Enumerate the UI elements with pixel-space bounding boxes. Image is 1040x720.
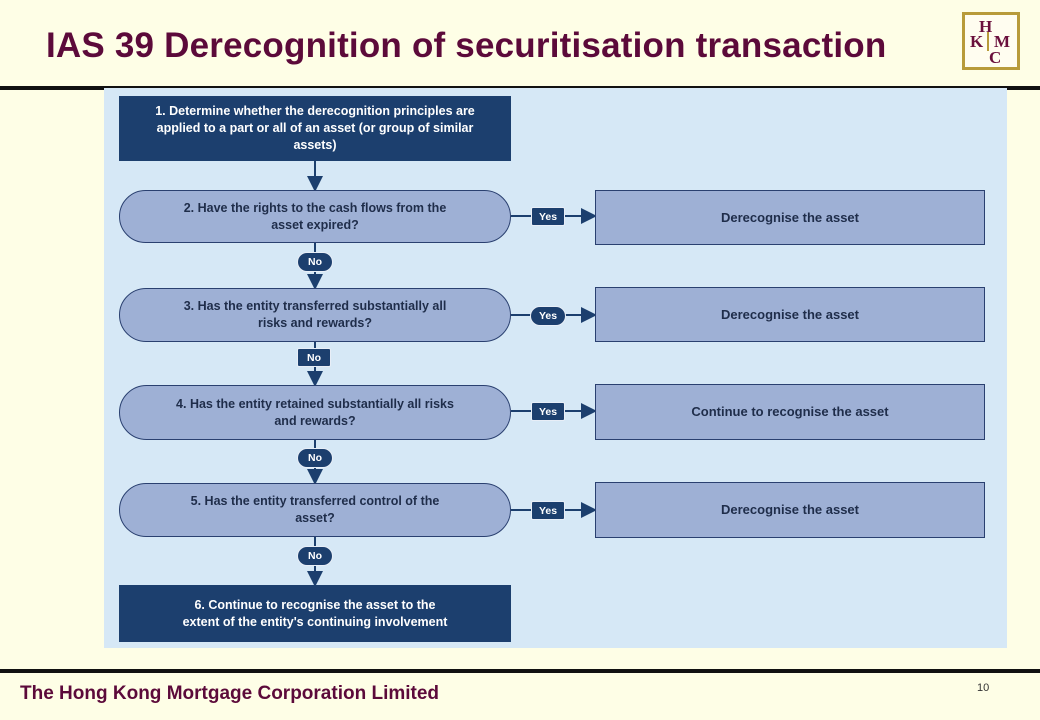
question-2-box: 2. Have the rights to the cash flows fro… <box>119 190 511 243</box>
slide-title: IAS 39 Derecognition of securitisation t… <box>46 26 887 65</box>
step-1-box: 1. Determine whether the derecognition p… <box>119 96 511 161</box>
yes-label-2: Yes <box>531 207 565 226</box>
no-label-5: No <box>297 546 333 566</box>
yes-label-5: Yes <box>531 501 565 520</box>
logo-letter-m: M <box>994 32 1011 51</box>
no-label-3: No <box>297 348 331 367</box>
yes-label-4: Yes <box>531 402 565 421</box>
flowchart-panel: 1. Determine whether the derecognition p… <box>104 88 1007 648</box>
result-2-box: Derecognise the asset <box>595 190 985 245</box>
flowchart-connectors <box>307 161 597 587</box>
footer-rule <box>0 669 1040 673</box>
result-3-box: Derecognise the asset <box>595 287 985 342</box>
page-number: 10 <box>977 682 990 694</box>
hkmc-logo: H K M C <box>962 12 1020 70</box>
yes-label-3: Yes <box>530 306 566 326</box>
result-5-box: Derecognise the asset <box>595 482 985 538</box>
question-4-box: 4. Has the entity retained substantially… <box>119 385 511 440</box>
result-4-box: Continue to recognise the asset <box>595 384 985 440</box>
logo-letter-k: K <box>970 32 984 51</box>
logo-letter-h: H <box>979 17 993 36</box>
no-label-2: No <box>297 252 333 272</box>
question-5-box: 5. Has the entity transferred control of… <box>119 483 511 537</box>
step-6-box: 6. Continue to recognise the asset to th… <box>119 585 511 642</box>
logo-divider <box>987 32 989 51</box>
question-3-box: 3. Has the entity transferred substantia… <box>119 288 511 342</box>
footer-company-name: The Hong Kong Mortgage Corporation Limit… <box>20 683 440 704</box>
logo-letter-c: C <box>989 48 1002 67</box>
no-label-4: No <box>297 448 333 468</box>
